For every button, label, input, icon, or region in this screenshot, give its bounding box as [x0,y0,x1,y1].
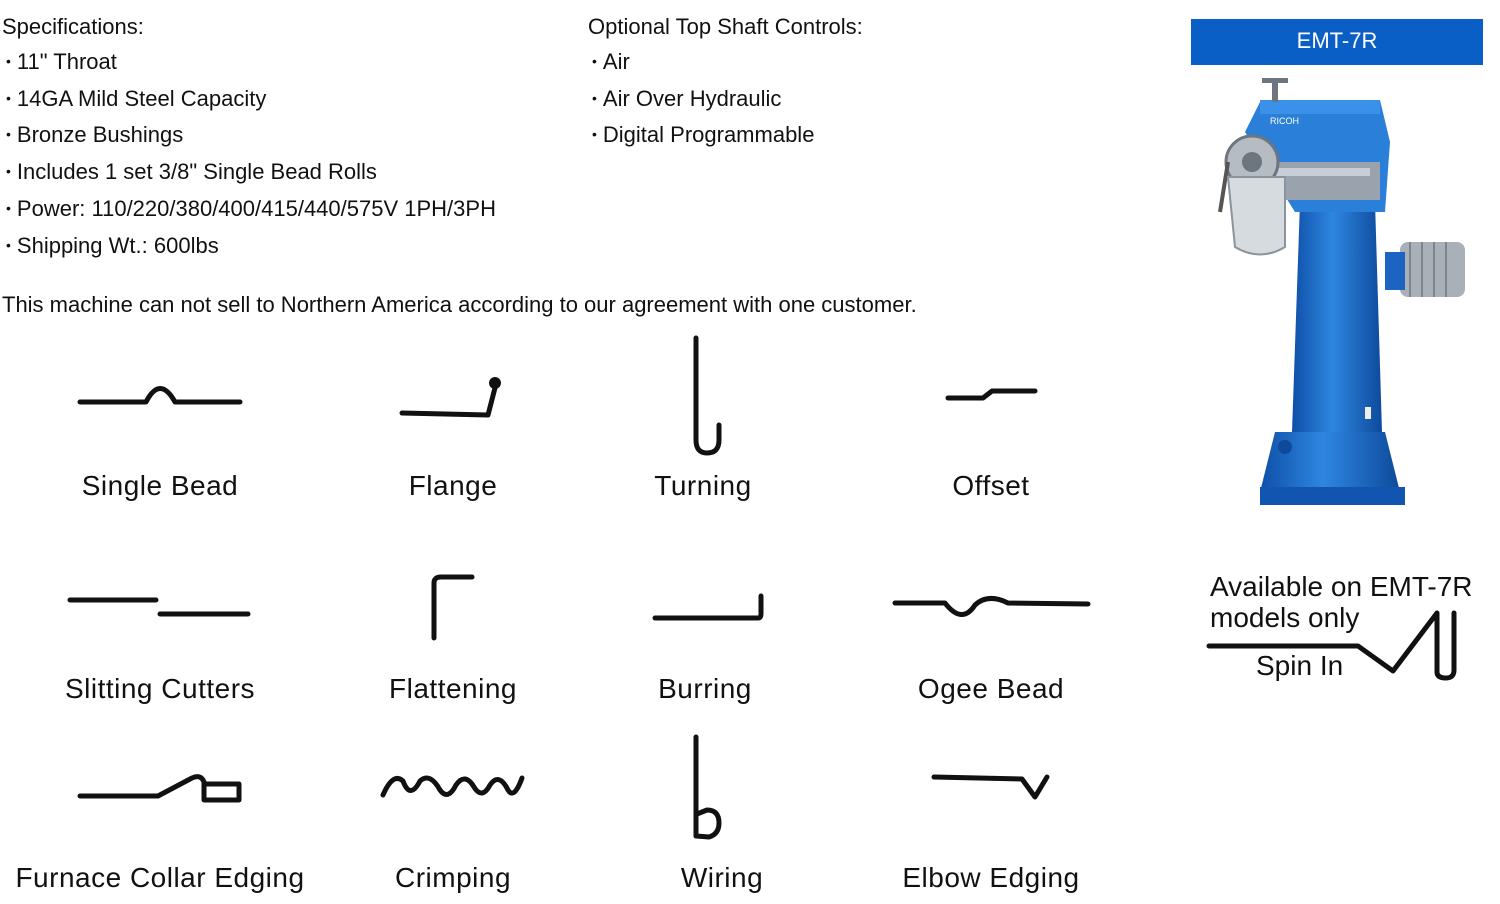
spec-item: Includes 1 set 3/8" Single Bead Rolls [2,155,496,192]
operation-label-furnace-collar-edging: Furnace Collar Edging [15,862,305,893]
controls-heading: Optional Top Shaft Controls: [588,14,863,39]
operation-label-flattening: Flattening [389,673,517,704]
control-item: Digital Programmable [588,118,863,155]
burring-icon [652,593,764,621]
furnace-collar-edging-icon [77,774,242,803]
spec-item: Shipping Wt.: 600lbs [2,229,496,266]
flange-bead [489,377,501,389]
control-item: Air Over Hydraulic [588,82,863,119]
operation-label-crimping: Crimping [394,862,512,893]
operation-label-wiring: Wiring [680,862,764,893]
specifications-section: Specifications: 11" Throat 14GA Mild Ste… [2,10,496,266]
specifications-list: 11" Throat 14GA Mild Steel Capacity Bron… [2,45,496,266]
availability-line2: models only [1210,602,1360,633]
sales-notice: This machine can not sell to Northern Am… [2,292,917,317]
operation-label-flange: Flange [408,470,498,501]
machine-image: RICOH [1218,78,1465,505]
spec-item: Bronze Bushings [2,118,496,155]
elbow-edging-icon [931,774,1050,800]
machine-logo: RICOH [1270,116,1299,126]
operation-label-slitting-cutters: Slitting Cutters [64,673,256,704]
spec-item: 14GA Mild Steel Capacity [2,82,496,119]
offset-icon [945,388,1038,401]
operation-label-elbow-edging: Elbow Edging [902,862,1080,893]
flange-icon [399,381,499,418]
specifications-heading: Specifications: [2,14,144,39]
operation-label-spin-in: Spin In [1256,650,1344,681]
operation-label-single-bead: Single Bead [81,470,239,501]
ogee-bead-icon [892,596,1091,617]
spec-item: 11" Throat [2,45,496,82]
operation-label-burring: Burring [658,673,752,704]
availability-line1: Available on EMT-7R [1210,571,1473,602]
controls-section: Optional Top Shaft Controls: Air Air Ove… [588,10,863,155]
slitting-cutters-icon [67,597,251,617]
spec-item: Power: 110/220/380/400/415/440/575V 1PH/… [2,192,496,229]
operation-label-offset: Offset [952,470,1030,501]
control-item: Air [588,45,863,82]
single-bead-icon [77,386,243,405]
crimping-icon [380,775,525,798]
operation-label-ogee-bead: Ogee Bead [917,673,1065,704]
turning-icon [693,335,722,456]
model-badge: EMT-7R [1191,19,1483,65]
operation-label-turning: Turning [654,470,752,501]
flattening-icon [431,574,475,641]
wiring-icon [693,734,722,840]
availability-note: Available on EMT-7R models only [1210,571,1473,633]
controls-list: Air Air Over Hydraulic Digital Programma… [588,45,863,155]
